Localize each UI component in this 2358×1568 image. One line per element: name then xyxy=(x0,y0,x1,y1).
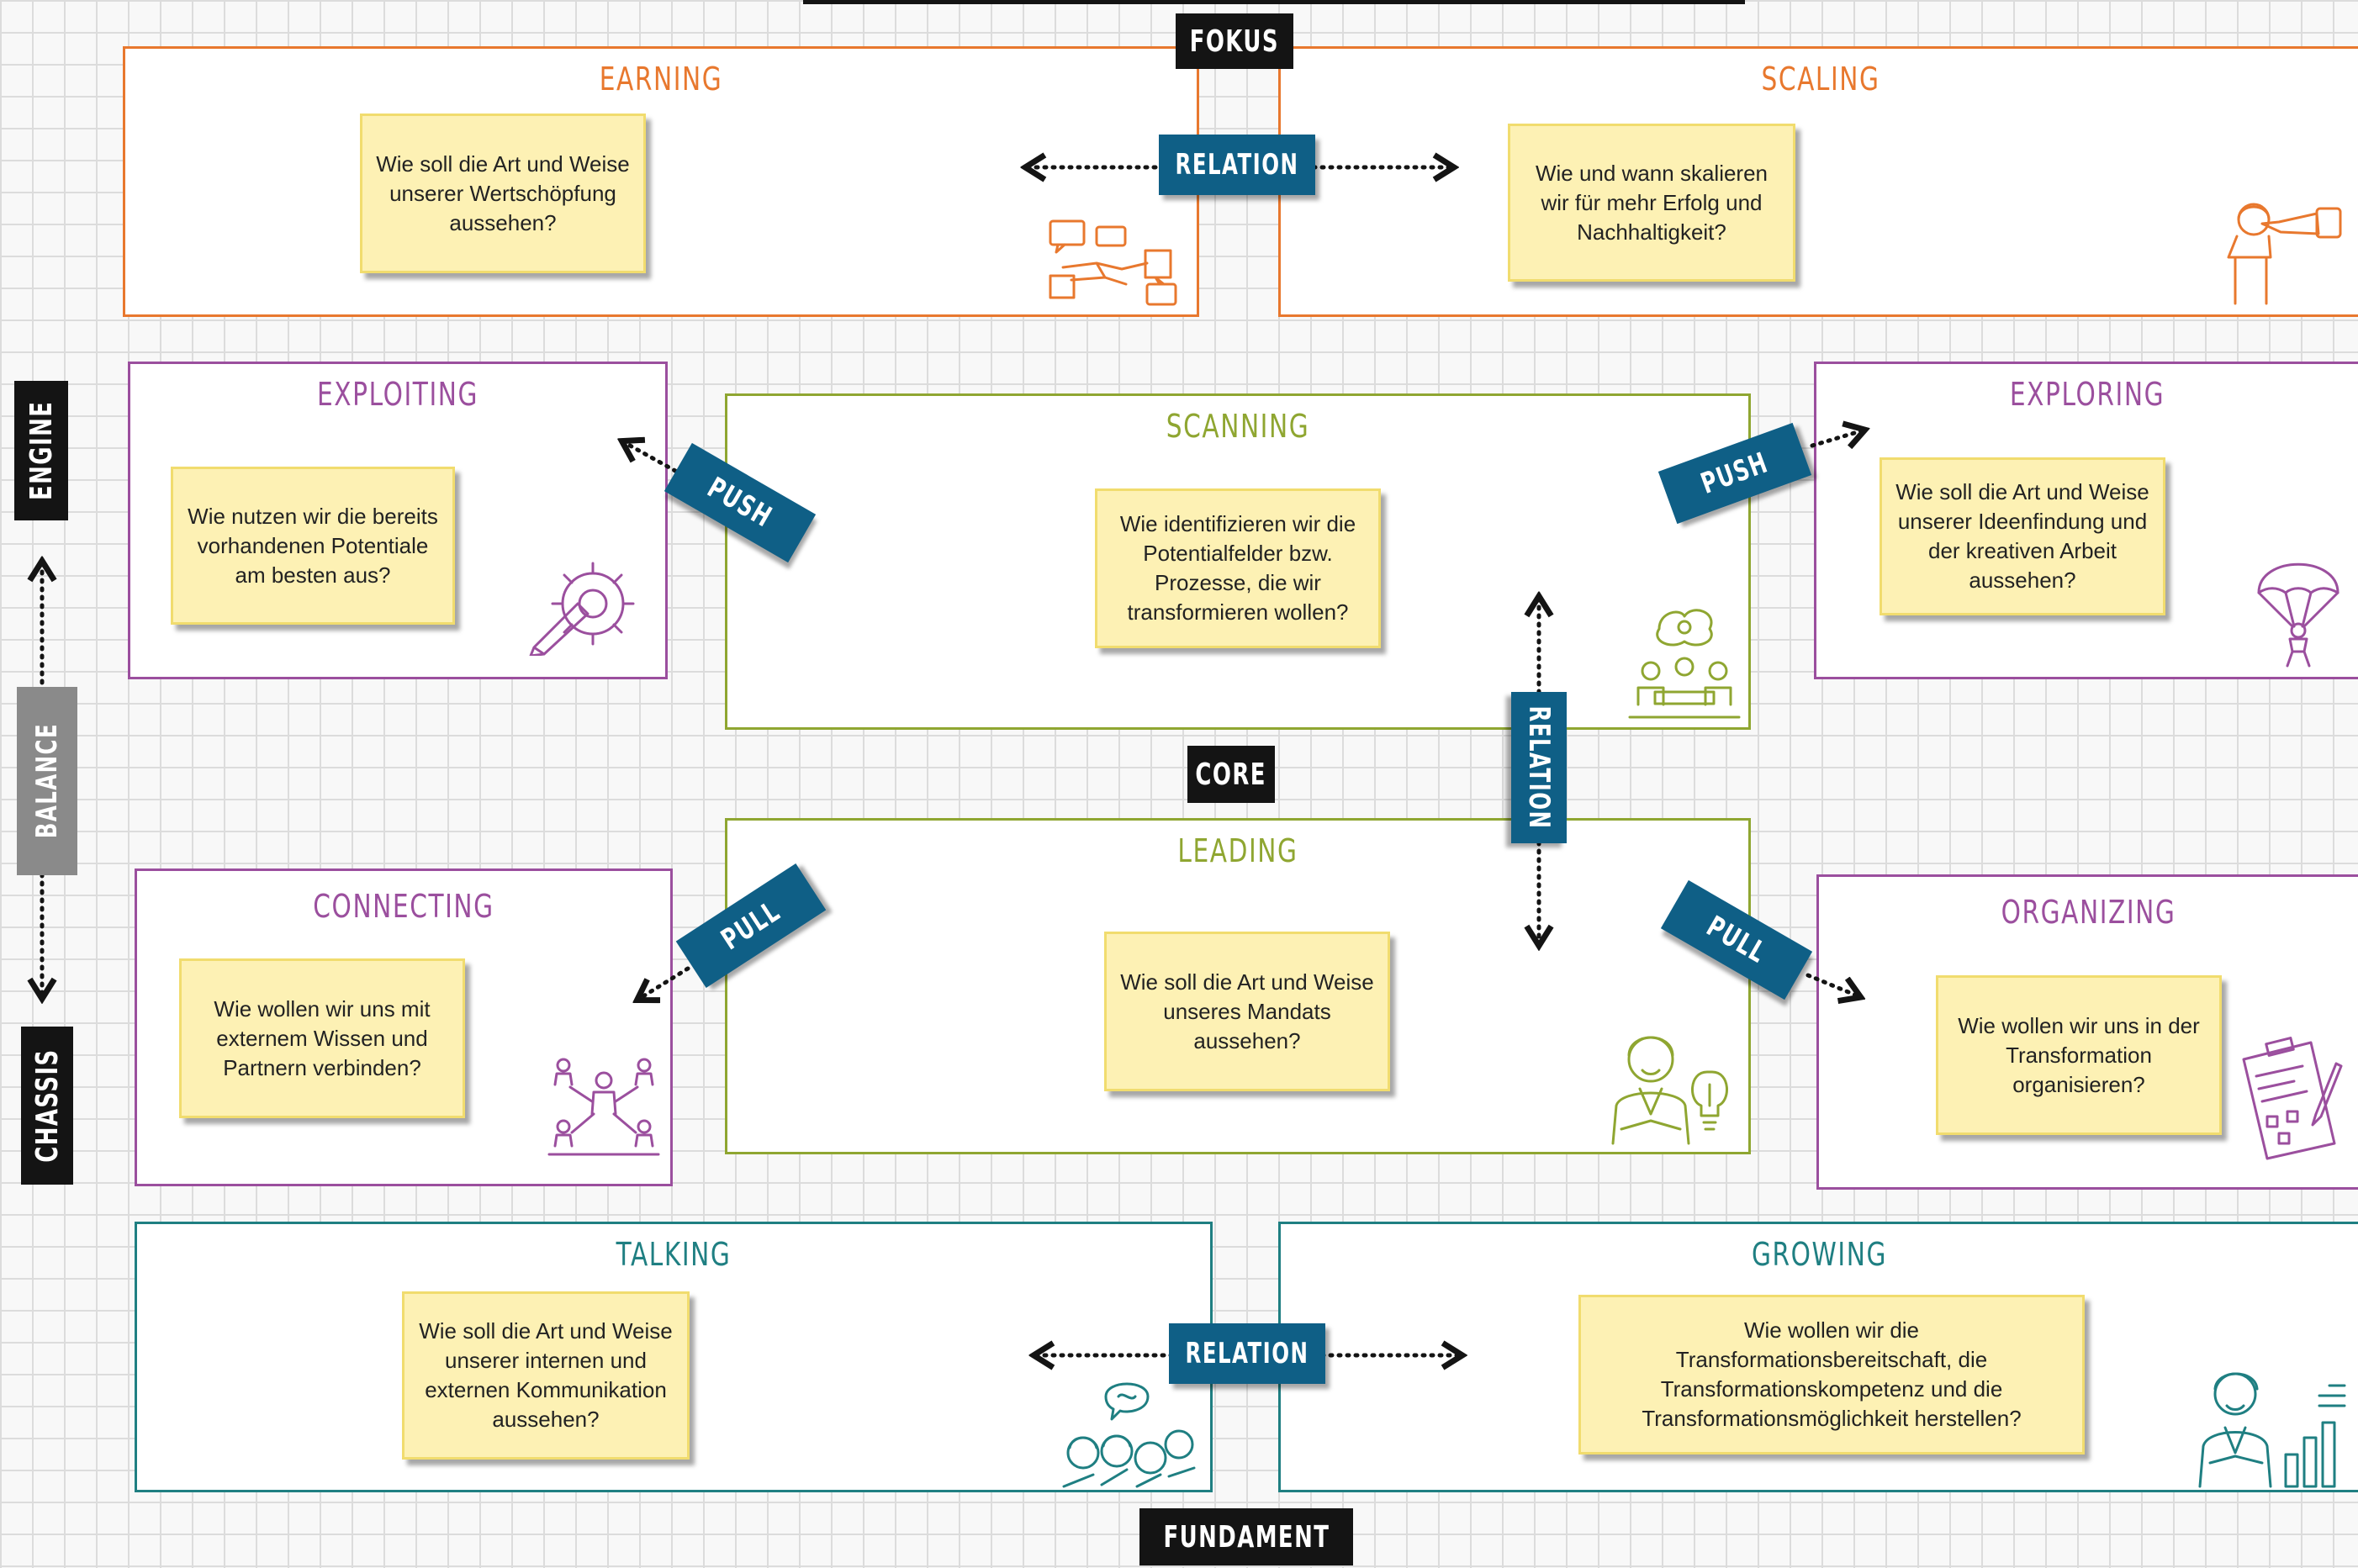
sticky-note-exploring: Wie soll die Art und Weise unserer Ideen… xyxy=(1880,457,2165,615)
sticky-note-growing: Wie wollen wir die Transformationsbereit… xyxy=(1578,1295,2085,1454)
label-balance: BALANCE xyxy=(17,687,77,875)
panel-title-exploiting: EXPLOITING xyxy=(316,376,479,413)
panel-title-connecting: CONNECTING xyxy=(313,888,494,925)
arrow-pull-connecting xyxy=(639,966,690,999)
sticky-note-scanning: Wie identifizieren wir die Potentialfeld… xyxy=(1095,488,1381,648)
panel-title-scaling: SCALING xyxy=(1761,61,1880,98)
panel-earning: EARNING xyxy=(123,46,1199,317)
top-bar-edge xyxy=(803,0,1745,4)
team-meeting-icon xyxy=(1628,609,1741,719)
group-conversation-icon xyxy=(1062,1382,1196,1488)
panel-title-exploring: EXPLORING xyxy=(2009,376,2165,413)
sticky-note-scaling: Wie und wann skalieren wir für mehr Erfo… xyxy=(1508,124,1795,282)
arrow-pull-organizing xyxy=(1806,973,1858,996)
sticky-note-earning: Wie soll die Art und Weise unserer Werts… xyxy=(360,114,646,273)
relation-tag-top: RELATION xyxy=(1159,135,1315,195)
sticky-note-exploiting: Wie nutzen wir die bereits vorhandenen P… xyxy=(171,467,455,625)
panel-title-scanning: SCANNING xyxy=(1166,408,1310,445)
panel-title-organizing: ORGANIZING xyxy=(2001,894,2176,931)
arrow-push-exploiting xyxy=(624,442,685,478)
sticky-note-leading: Wie soll die Art und Weise unseres Manda… xyxy=(1104,932,1390,1091)
label-fundament: FUNDAMENT xyxy=(1139,1508,1353,1565)
label-chassis: CHASSIS xyxy=(21,1027,73,1185)
label-engine: ENGINE xyxy=(14,381,68,520)
gear-pencil-icon xyxy=(529,562,635,656)
label-fokus: FOKUS xyxy=(1176,13,1293,69)
label-core: CORE xyxy=(1187,746,1275,803)
arrow-push-exploring xyxy=(1810,430,1863,446)
panel-scaling: SCALING xyxy=(1278,46,2358,317)
parachute-icon xyxy=(2257,562,2339,668)
relation-tag-bottom: RELATION xyxy=(1169,1323,1325,1384)
sticky-note-connecting: Wie wollen wir uns mit externem Wissen u… xyxy=(179,958,465,1118)
panel-title-talking: TALKING xyxy=(616,1236,732,1273)
sticky-note-talking: Wie soll die Art und Weise unserer inter… xyxy=(402,1291,690,1460)
panel-title-leading: LEADING xyxy=(1177,832,1298,869)
network-people-icon xyxy=(547,1058,660,1156)
relation-tag-center: RELATION xyxy=(1511,692,1567,843)
person-telescope-icon xyxy=(2227,203,2342,305)
person-growth-chart-icon xyxy=(2198,1372,2346,1488)
panel-title-earning: EARNING xyxy=(599,61,723,98)
handshake-chat-icon xyxy=(1049,219,1177,306)
leader-lightbulb-icon xyxy=(1611,1036,1728,1145)
panel-title-growing: GROWING xyxy=(1751,1236,1887,1273)
sticky-note-organizing: Wie wollen wir uns in der Transformation… xyxy=(1936,975,2222,1135)
clipboard-plan-icon xyxy=(2242,1037,2343,1160)
